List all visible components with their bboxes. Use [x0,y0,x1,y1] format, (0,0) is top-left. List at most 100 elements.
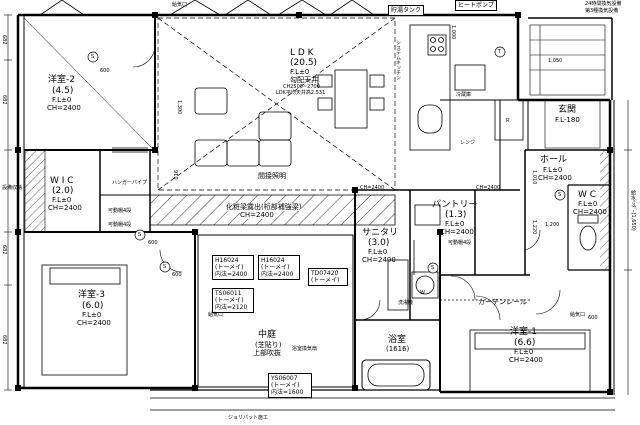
ch2400-note-b: CH=2400 [476,185,501,191]
beam-ch-note: CH=2400 [240,211,274,219]
sanitary-size: (3.0) [368,238,390,248]
genkan-steps [529,24,606,149]
window-spec-1-maker: (トーメイ) [215,264,244,271]
yoshitsu1-size: (6.6) [514,338,536,348]
dim-1300: 1,300 [176,100,182,115]
symbol-circles [87,46,566,274]
storage-tank-label: 貯湯タンク [388,5,425,16]
dim-682-a: 682 [1,35,7,45]
ldk-fl: F.L±0 [290,68,310,76]
movable-shelf-2: 可動棚4段 [448,240,472,246]
yoshitsu3-fl: F.L±0 [82,311,102,319]
laundry-note: 洗濯機 [398,300,414,306]
sanitary-ch: CH=2400 [362,256,396,264]
movable-shelf-1: 可動棚4段 [108,208,132,214]
dim-910: 910 [172,170,178,180]
window-spec-3: TS06011 (トーメイ) 内法=2120 [212,288,254,313]
symbol-s-3: S [163,264,167,270]
window-spec-5: YS06007 (トーメイ) 内法=1600 [268,373,312,398]
genkan-name: 玄関 [558,105,577,115]
symbol-s-2: S [138,232,142,238]
pantry-name: パントリー [432,200,478,210]
ldk-ceiling: 勾配天井 [290,76,318,84]
outlet-note-2: 給気口 [570,312,586,318]
top-outlet-note: 給気口 [172,2,188,8]
beam-note: 化粧梁露出(桁部補強梁) [226,203,302,211]
wc-name: W C [578,190,597,200]
yoshitsu2-size: (4.5) [52,86,74,96]
ldk-ch: CH2500~2700 [283,84,320,90]
title-line2: 第3種換気設備 [585,8,619,14]
window-spec-1-id: H16024 [215,257,239,264]
sliding-doors [112,147,530,301]
pantry-size: (1.3) [445,210,467,220]
genkan-fl: F.L-180 [555,116,580,124]
yoshitsu2-ch: CH=2400 [47,104,81,112]
hall-ch: CH=2400 [538,174,572,182]
right-wall-hatch [600,150,610,270]
sanitary-fl: F.L±0 [368,248,388,256]
yoshitsu3-name: 洋室-3 [78,290,105,300]
top-window-sashes [39,0,375,16]
window-spec-2: H16024 (トーメイ) 内法=2400 [258,255,300,280]
wic-ch: CH=2400 [48,204,82,212]
furniture [41,69,591,393]
ldk-void-diagonals [157,17,396,191]
window-spec-2-height: 内法=2400 [261,271,294,278]
yoshitsu1-fl: F.L±0 [514,348,534,356]
courtyard-sub1: (芝貼り) [255,341,282,349]
dim-1050: 1,050 [548,58,563,64]
ldk-avg-ch: LDK平均天井高2.531 [276,90,326,96]
window-spec-3-id: TS06011 [215,290,242,297]
dim-1220: 1,220 [531,220,537,235]
yoshitsu3-size: (6.0) [82,301,104,311]
hanger-pipe-note: ハンガーパイプ [112,180,147,186]
window-spec-3-height: 内法=2120 [215,304,248,311]
symbol-r: R [506,118,510,124]
dim-600-a: 600 [100,68,110,74]
pantry-ch: CH=2400 [440,228,474,236]
dim-600-c: 600 [172,272,182,278]
symbol-s-4: S [431,265,435,271]
window-spec-1-height: 内法=2400 [215,271,248,278]
courtyard-name: 中庭 [258,330,277,340]
yoshitsu2-name: 洋室-2 [48,75,75,85]
wic-fl: F.L±0 [52,196,72,204]
yoshitsu2-fl: F.L±0 [52,96,72,104]
heat-pump-label: ヒートポンプ [455,0,497,11]
jolypath-note: ジョリパット施工 [228,415,269,421]
outlet-note-3: 給気口 [208,312,224,318]
window-spec-1: H16024 (トーメイ) 内法=2400 [212,255,254,280]
courtyard-sub2: 上部吹抜 [253,349,281,357]
window-spec-4-id: TD07420 [311,270,339,277]
bath-tub [361,359,431,391]
wic-size: (2.0) [52,186,74,196]
wc-ch: CH=2400 [573,208,607,216]
yoshitsu1-name: 洋室-1 [510,327,537,337]
yoshitsu2-void-diagonals [23,17,153,149]
movable-shelf-3: 可動棚4段 [108,222,132,228]
dim-600-b: 600 [148,240,158,246]
window-spec-2-maker: (トーメイ) [261,264,290,271]
ch2400-note-a: CH=2400 [360,185,385,191]
symbol-s-1: S [91,54,95,60]
window-spec-4: TD07420 (トーメイ) [308,268,348,286]
pantry-fl: F.L±0 [445,220,465,228]
refrigerator-note: 冷蔵庫 [456,92,472,98]
right-dim-note: 給水ﾍｯﾀﾞｰ(1,650) [630,190,636,231]
storage-hatch [24,149,46,233]
left-dimensions [4,14,12,391]
dim-682-c: 682 [1,245,7,255]
window-spec-4-maker: (トーメイ) [311,277,340,284]
ceiling-light-note: 間接照明 [258,172,286,180]
symbol-t: T [498,49,502,55]
hall-fl: F.L±0 [543,166,563,174]
dim-682-d: 682 [1,335,7,345]
yoshitsu3-ch: CH=2400 [77,319,111,327]
sanitary-name: サニタリ [362,228,399,238]
kitchen-block [409,24,524,151]
bath-size: (1616) [386,345,410,353]
kitchen-note: システムキッチン [395,40,401,80]
